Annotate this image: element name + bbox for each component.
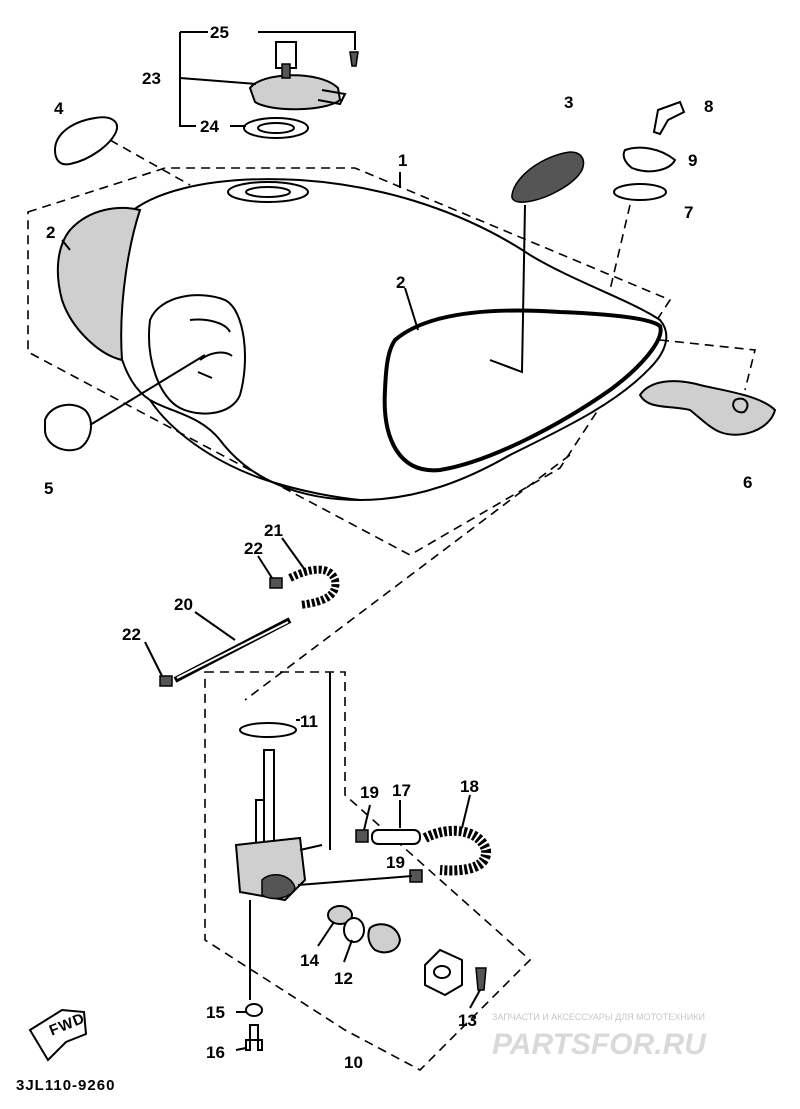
fuel-cock-group-outline [204, 671, 532, 1071]
leader-3 [489, 204, 526, 374]
callout-2-left: 2 [46, 223, 55, 242]
lever-14 [327, 905, 353, 925]
cap-bracket [179, 31, 356, 127]
callout-13: 13 [458, 1011, 477, 1030]
callout-12: 12 [334, 969, 353, 988]
cap-screw [349, 51, 359, 67]
cap-gasket-inner [257, 122, 295, 134]
callout-23: 23 [142, 69, 161, 88]
knee-pad-left [56, 206, 142, 362]
knee-pad-right [382, 308, 663, 473]
fuel-cock-outlet [261, 873, 296, 900]
leader-5 [89, 354, 206, 426]
leader-13 [469, 989, 481, 1009]
leader-19a [363, 804, 371, 831]
cap-gasket [243, 117, 309, 139]
fuel-cap-key-stem [281, 63, 291, 79]
callout-20: 20 [174, 595, 193, 614]
fwd-arrow: FWD [28, 1008, 88, 1062]
diagram-code: 3JL110-9260 [16, 1077, 115, 1094]
tank-group-outline [27, 167, 672, 556]
callout-6: 6 [743, 473, 752, 492]
recess-bracket [189, 318, 233, 379]
o-ring-11 [239, 722, 297, 738]
clamp-22-upper [269, 577, 283, 589]
callout-22-lower: 22 [122, 625, 141, 644]
leader-22b [144, 641, 163, 677]
callout-10: 10 [344, 1053, 363, 1072]
watermark: ЗАПЧАСТИ И АКСЕССУАРЫ ДЛЯ МОТОТЕХНИКИ PA… [492, 1012, 707, 1061]
filler-neck-inner [245, 186, 291, 198]
callout-8: 8 [704, 97, 713, 116]
valve-disc [367, 923, 402, 954]
pipe-20-highlight [176, 621, 289, 679]
callout-24: 24 [200, 117, 219, 136]
callout-16: 16 [206, 1043, 225, 1062]
clamp-19-upper [355, 829, 369, 843]
callout-11: 11 [300, 712, 318, 731]
leader-21 [281, 537, 306, 571]
cover-plate [424, 948, 463, 997]
o-ring-12 [343, 917, 365, 943]
hose-18 [422, 825, 492, 876]
leader-14 [317, 921, 335, 947]
callout-9: 9 [688, 151, 697, 170]
callout-14: 14 [300, 951, 319, 970]
leader-20 [194, 611, 236, 641]
callout-5: 5 [44, 479, 53, 498]
callout-22-upper: 22 [244, 539, 263, 558]
leader-2-right [404, 287, 419, 331]
fuel-cock-nipple [299, 844, 323, 851]
drain-bolt-16 [245, 1024, 263, 1051]
cover-plate-hole [433, 965, 451, 979]
callout-1: 1 [398, 151, 407, 170]
leader-22a [257, 555, 273, 579]
side-nut-5 [44, 403, 92, 452]
grommet-7 [613, 183, 667, 201]
washer-9 [622, 146, 677, 173]
callout-19-lower: 19 [386, 853, 405, 872]
rear-bracket-6 [638, 380, 777, 436]
callout-21: 21 [264, 521, 283, 540]
leader-12 [343, 939, 353, 963]
clamp-22-lower [159, 675, 173, 687]
fuel-cap-hinge [317, 89, 347, 106]
callout-4: 4 [54, 99, 64, 118]
hose-17 [371, 829, 421, 845]
callout-2-right: 2 [396, 273, 405, 292]
hose-21 [288, 565, 340, 609]
callout-18: 18 [460, 777, 479, 796]
tank-underside [149, 399, 361, 501]
watermark-brand: PARTSFOR.RU [492, 1028, 707, 1061]
bolt-8 [652, 100, 686, 136]
callout-3: 3 [564, 93, 573, 112]
callout-19-upper: 19 [360, 783, 379, 802]
callout-7: 7 [684, 203, 693, 222]
fuel-cock-group-link [244, 454, 571, 701]
leader-7 [609, 204, 631, 291]
leader-19b [297, 875, 413, 886]
callout-25: 25 [210, 23, 229, 42]
filler-neck [227, 181, 309, 203]
leader-16 [235, 1047, 247, 1051]
leader-4 [109, 139, 191, 186]
bracket-bolt-hole [732, 397, 749, 414]
callout-17: 17 [392, 781, 411, 800]
fuel-cap-body [248, 74, 342, 111]
callout-15: 15 [206, 1003, 225, 1022]
screw-13 [475, 967, 487, 991]
leader-2-left [61, 239, 71, 251]
emblem-4 [53, 116, 118, 166]
watermark-tagline: ЗАПЧАСТИ И АКСЕССУАРЫ ДЛЯ МОТОТЕХНИКИ [492, 1012, 705, 1022]
leader-6 [659, 339, 756, 391]
emblem-3 [511, 151, 585, 203]
leader-18 [461, 794, 471, 829]
washer-15 [245, 1003, 263, 1017]
